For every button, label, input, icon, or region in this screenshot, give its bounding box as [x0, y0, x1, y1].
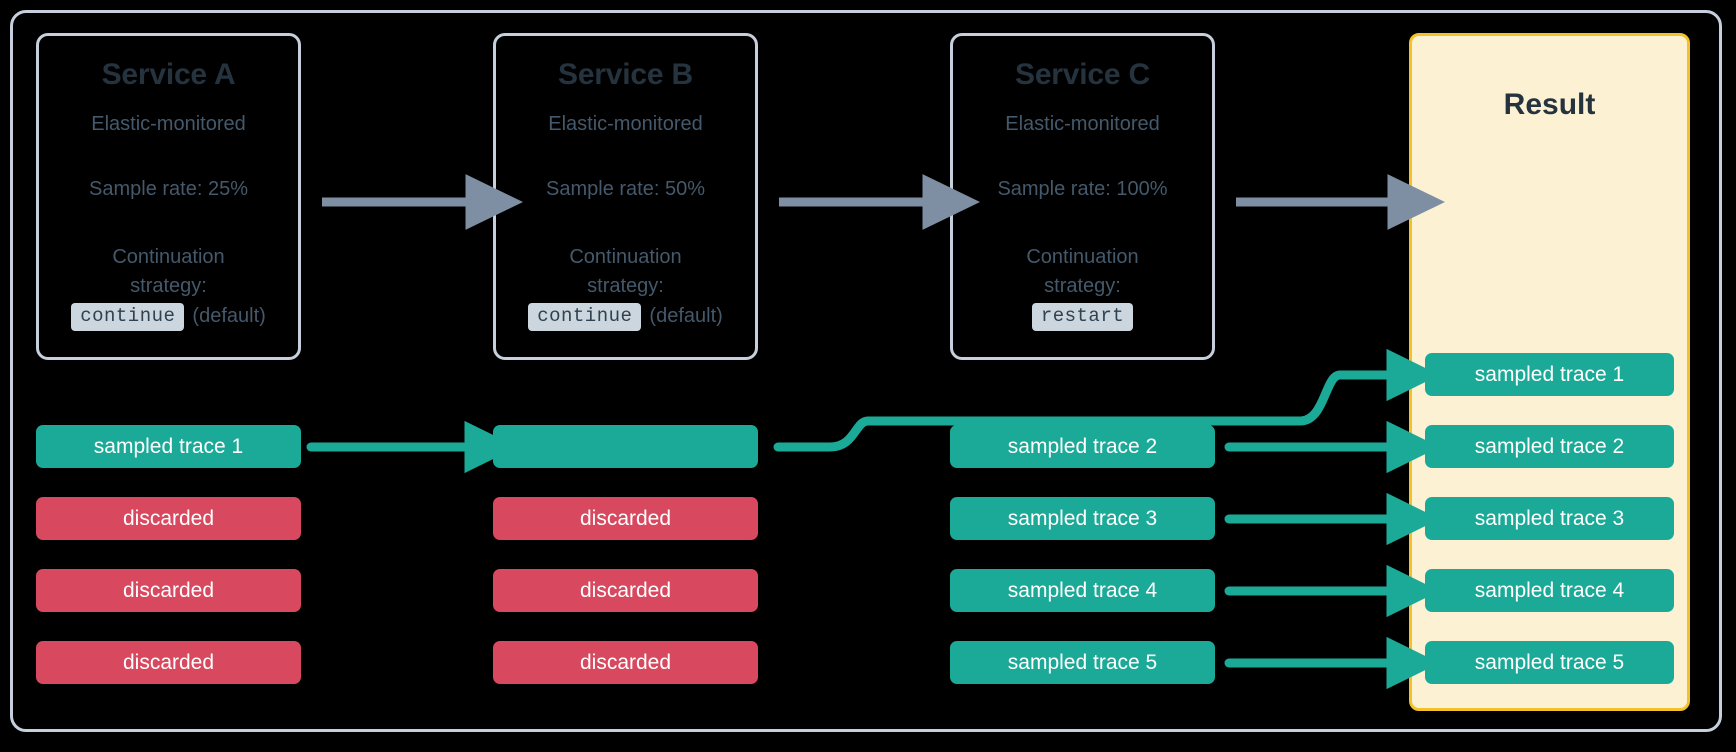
result-trace-chip-4: sampled trace 4 — [1425, 569, 1674, 612]
service-b-title: Service B — [558, 58, 693, 91]
service-a-strategy-note: (default) — [192, 305, 266, 328]
service-a-strategy-line: continue (default) — [39, 303, 298, 331]
trace-chip-a-2: discarded — [36, 497, 301, 540]
result-trace-chip-1: sampled trace 1 — [1425, 353, 1674, 396]
trace-chip-a-4: discarded — [36, 641, 301, 684]
service-b-strategy-label: Continuation strategy: — [569, 246, 682, 297]
service-b-strategy-note: (default) — [649, 305, 723, 328]
result-trace-chip-5: sampled trace 5 — [1425, 641, 1674, 684]
trace-chip-b-2: discarded — [493, 497, 758, 540]
trace-chip-a-3: discarded — [36, 569, 301, 612]
result-title: Result — [1503, 88, 1596, 121]
trace-chip-c-1: sampled trace 2 — [950, 425, 1215, 468]
service-c-subtitle: Elastic-monitored — [1005, 113, 1160, 135]
trace-chip-a-1: sampled trace 1 — [36, 425, 301, 468]
teal-trace-arrows — [306, 348, 1440, 690]
service-card-c: Service C Elastic-monitored Sample rate:… — [950, 33, 1215, 360]
service-c-strategy-value: restart — [1031, 303, 1134, 331]
service-card-a: Service A Elastic-monitored Sample rate:… — [36, 33, 301, 360]
trace-chip-b-4: discarded — [493, 641, 758, 684]
trace-chip-c-4: sampled trace 5 — [950, 641, 1215, 684]
service-a-strategy-value: continue — [71, 303, 185, 331]
service-a-title: Service A — [101, 58, 236, 91]
service-c-strategy-line: restart — [953, 303, 1212, 331]
service-c-sample-rate: Sample rate: 100% — [997, 178, 1168, 200]
trace-chip-c-2: sampled trace 3 — [950, 497, 1215, 540]
result-trace-chip-3: sampled trace 3 — [1425, 497, 1674, 540]
service-a-strategy-label: Continuation strategy: — [112, 246, 225, 297]
service-c-strategy-label: Continuation strategy: — [1026, 246, 1139, 297]
trace-chip-b-3: discarded — [493, 569, 758, 612]
trace-chip-c-3: sampled trace 4 — [950, 569, 1215, 612]
service-b-sample-rate: Sample rate: 50% — [546, 178, 705, 200]
service-b-strategy-value: continue — [528, 303, 642, 331]
service-b-subtitle: Elastic-monitored — [548, 113, 703, 135]
service-b-strategy-line: continue (default) — [496, 303, 755, 331]
service-a-subtitle: Elastic-monitored — [91, 113, 246, 135]
service-c-title: Service C — [1015, 58, 1150, 91]
service-a-sample-rate: Sample rate: 25% — [89, 178, 248, 200]
result-trace-chip-2: sampled trace 2 — [1425, 425, 1674, 468]
service-card-b: Service B Elastic-monitored Sample rate:… — [493, 33, 758, 360]
trace-chip-b-1 — [493, 425, 758, 468]
